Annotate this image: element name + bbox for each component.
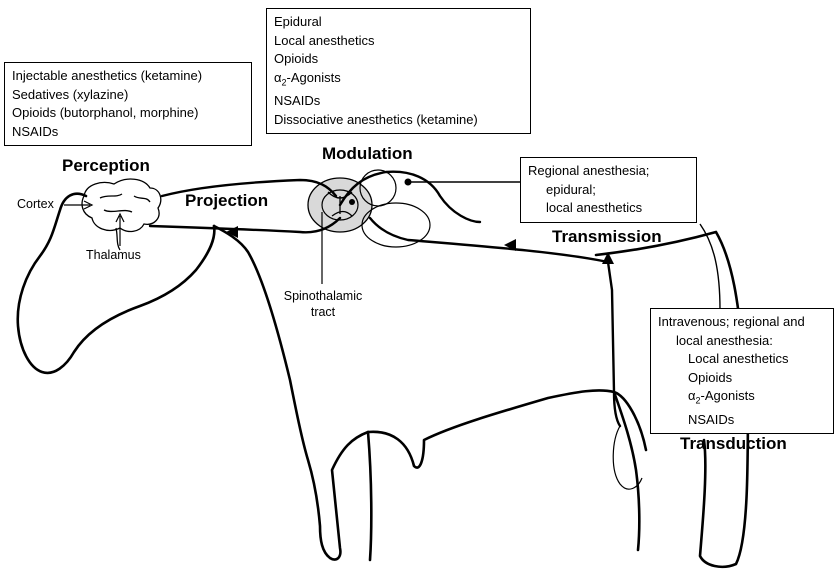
spinothalamic-tract-label: Spinothalamic tract [273,288,373,320]
transduction-drug-box: Intravenous; regional and local anesthes… [650,308,834,434]
stage-transmission-label: Transmission [552,227,662,247]
spinothalamic-line-1: Spinothalamic [273,288,373,304]
transduction-drug: Opioids [658,369,826,388]
perception-drug: Sedatives (xylazine) [12,86,244,105]
dorsal-horn-dot [349,199,355,205]
calf-foreleg-back-outline [368,432,371,560]
modulation-drug: Opioids [274,50,523,69]
stage-modulation-label: Modulation [322,144,413,164]
brain-icon [82,179,161,250]
perception-drug: Injectable anesthetics (ketamine) [12,67,244,86]
modulation-drug: Local anesthetics [274,32,523,51]
transduction-drug: local anesthesia: [658,332,826,351]
transduction-box-connector [700,224,720,310]
modulation-drug: Dissociative anesthetics (ketamine) [274,111,523,130]
thalamus-label: Thalamus [86,248,141,262]
transduction-drug: Local anesthetics [658,350,826,369]
stage-transduction-label: Transduction [680,434,787,454]
modulation-drug-box: Epidural Local anesthetics Opioids α2-Ag… [266,8,531,134]
synapse-dot [405,179,412,186]
spinothalamic-line-2: tract [273,304,373,320]
transduction-alpha2-agonists: α2-Agonists [658,387,826,410]
modulation-alpha2-agonists: α2-Agonists [274,69,523,92]
perception-drug: Opioids (butorphanol, morphine) [12,104,244,123]
stage-perception-label: Perception [62,156,150,176]
transmission-drug: local anesthetics [528,199,689,218]
transmission-drug: epidural; [528,181,689,200]
transmission-drug: Regional anesthesia; [528,162,689,181]
transmission-drug-box: Regional anesthesia; epidural; local ane… [520,157,697,223]
transduction-drug: Intravenous; regional and [658,313,826,332]
projection-pathway-lower [150,218,340,232]
modulation-drug: NSAIDs [274,92,523,111]
calf-chest-and-foreleg-outline [214,226,368,560]
transduction-drug: NSAIDs [658,411,826,430]
perception-drug-box: Injectable anesthetics (ketamine) Sedati… [4,62,252,146]
stage-projection-label: Projection [185,191,268,211]
modulation-drug: Epidural [274,13,523,32]
perception-drug: NSAIDs [12,123,244,142]
cortex-label: Cortex [17,197,54,211]
calf-belly-outline [368,390,614,467]
